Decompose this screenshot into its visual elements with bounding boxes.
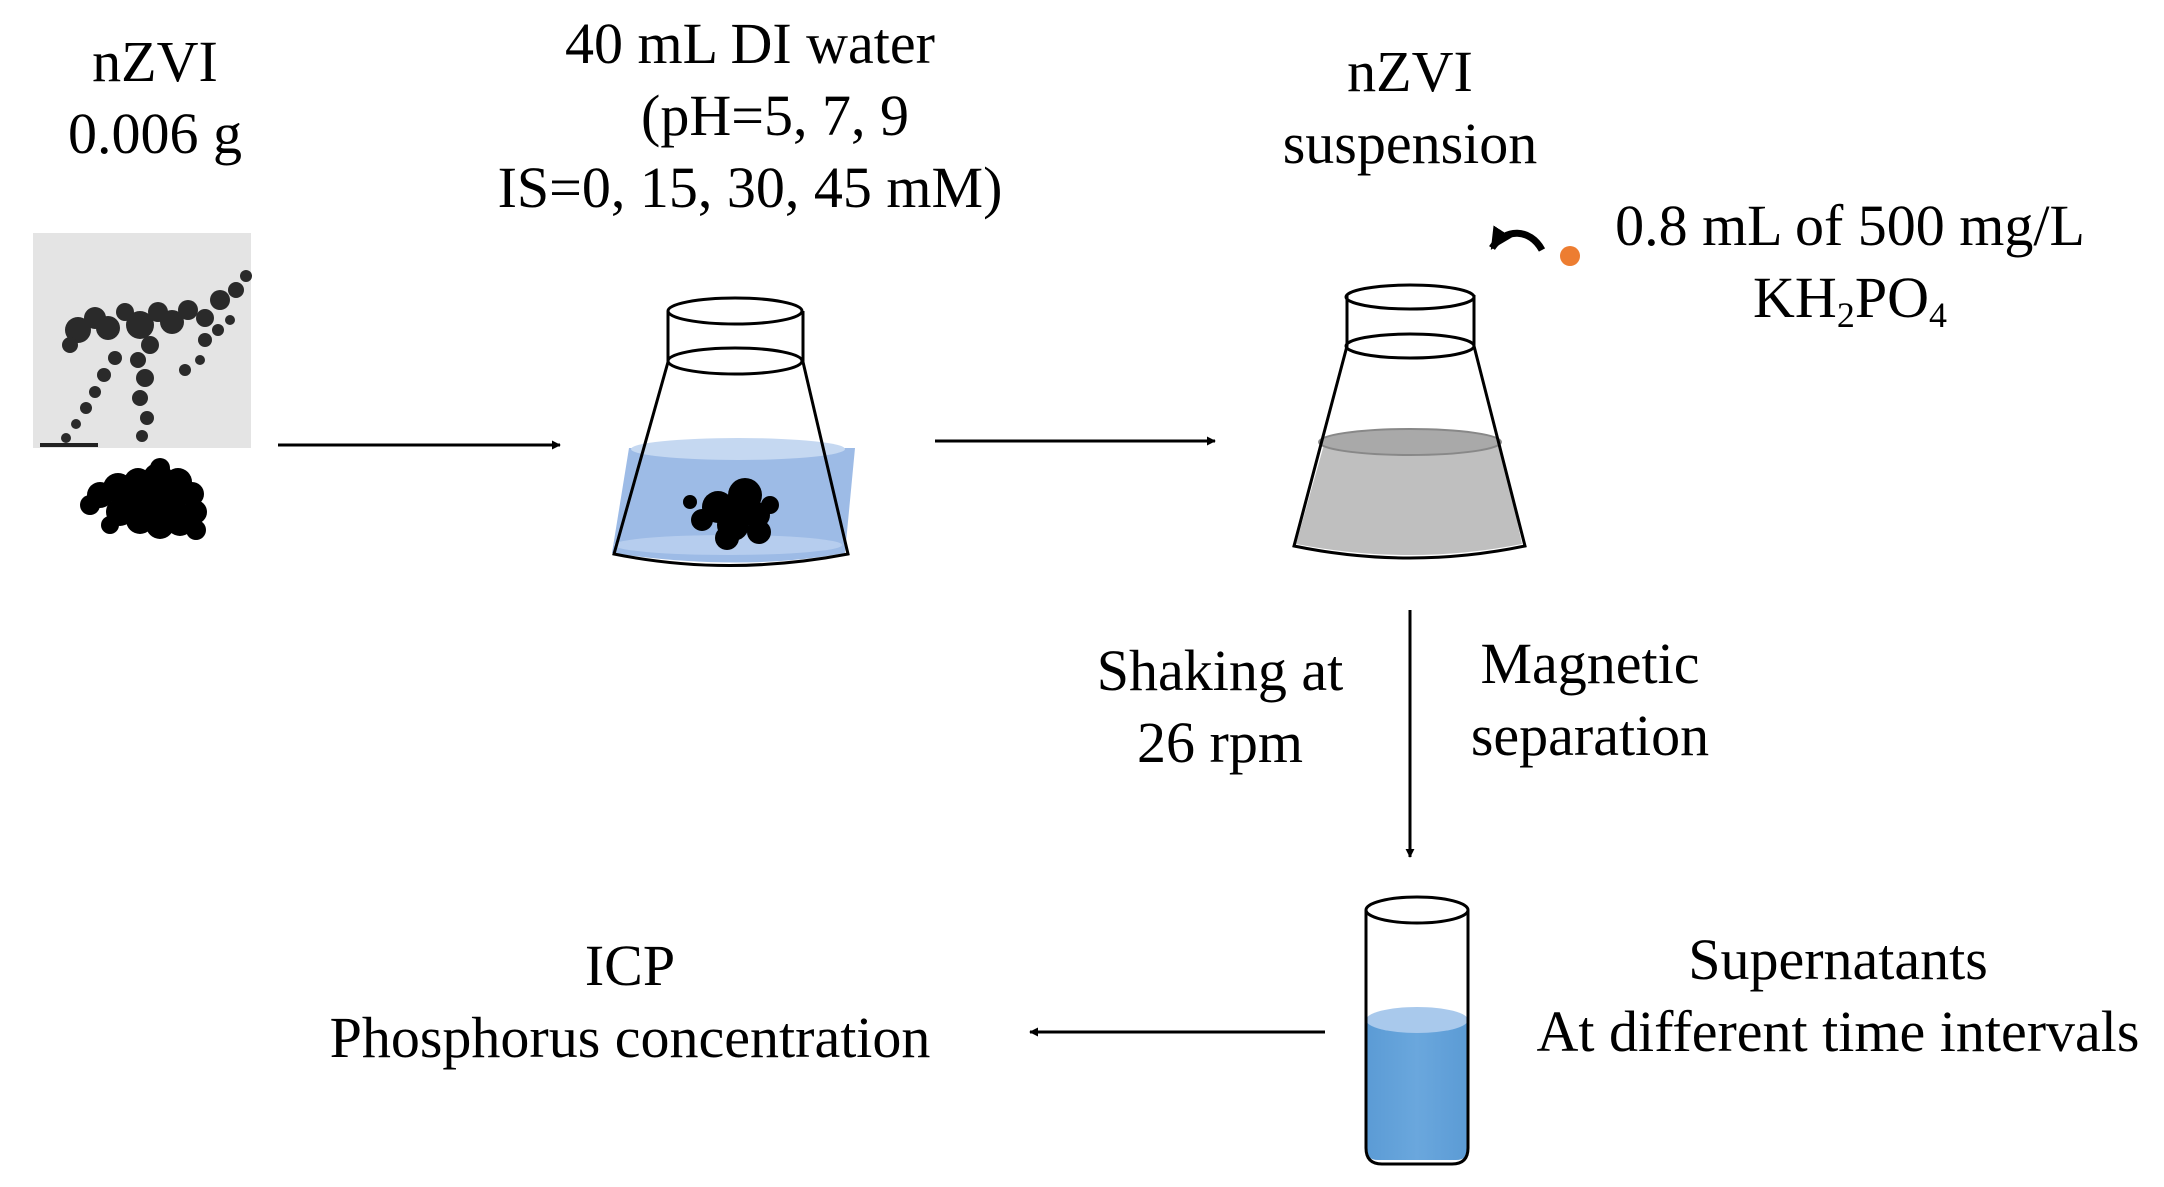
magnetic-label: Magnetic separation bbox=[1440, 628, 1740, 772]
phosphate-dot bbox=[1560, 246, 1580, 266]
phosphate-label: 0.8 mL of 500 mg/L KH2PO4 bbox=[1590, 190, 2110, 334]
suspension-fill bbox=[1296, 441, 1522, 555]
supernatant-label-line1: Supernatants bbox=[1688, 927, 1988, 992]
di-water-label-line1: 40 mL DI water bbox=[565, 11, 935, 76]
di-water-label: 40 mL DI water (pH=5, 7, 9 IS=0, 15, 30,… bbox=[440, 8, 1060, 224]
icp-label-line1: ICP bbox=[584, 933, 676, 998]
shaking-label: Shaking at 26 rpm bbox=[1060, 635, 1380, 779]
shaking-label-line1: Shaking at bbox=[1096, 638, 1344, 703]
supernatant-label: Supernatants At different time intervals bbox=[1518, 924, 2158, 1068]
phosphate-label-line1: 0.8 mL of 500 mg/L bbox=[1615, 193, 2085, 258]
nzvi-particle-cluster bbox=[80, 458, 207, 540]
formula-part-po: PO bbox=[1854, 265, 1929, 330]
flask-suspension bbox=[1292, 283, 1527, 560]
suspension-label-line2: suspension bbox=[1282, 111, 1538, 176]
icp-label: ICP Phosphorus concentration bbox=[300, 930, 960, 1074]
icp-label-line2: Phosphorus concentration bbox=[329, 1005, 931, 1070]
supernatant-fill bbox=[1366, 1020, 1468, 1160]
suspension-label: nZVI suspension bbox=[1250, 36, 1570, 180]
magnetic-label-line1: Magnetic bbox=[1480, 631, 1700, 696]
shaking-label-line2: 26 rpm bbox=[1137, 710, 1303, 775]
curved-addition-arrow bbox=[1489, 225, 1546, 252]
tem-micrograph-image bbox=[33, 233, 252, 448]
supernatant-label-line2: At different time intervals bbox=[1536, 999, 2140, 1064]
di-water-label-line2: (pH=5, 7, 9 bbox=[641, 83, 909, 148]
phosphate-formula: KH2PO4 bbox=[1590, 262, 2110, 334]
test-tube-supernatant bbox=[1364, 895, 1470, 1166]
nzvi-aggregate bbox=[683, 478, 779, 550]
magnetic-label-line2: separation bbox=[1470, 703, 1710, 768]
suspension-label-line1: nZVI bbox=[1347, 39, 1473, 104]
nzvi-label-line1: nZVI bbox=[92, 29, 218, 94]
formula-part-kh: KH bbox=[1753, 265, 1837, 330]
flask-di-water bbox=[612, 296, 855, 567]
nzvi-label: nZVI 0.006 g bbox=[50, 26, 260, 170]
formula-sub-2: 2 bbox=[1836, 295, 1855, 336]
formula-sub-4: 4 bbox=[1928, 295, 1947, 336]
nzvi-label-line2: 0.006 g bbox=[68, 101, 242, 166]
di-water-label-line3: IS=0, 15, 30, 45 mM) bbox=[497, 155, 1003, 220]
